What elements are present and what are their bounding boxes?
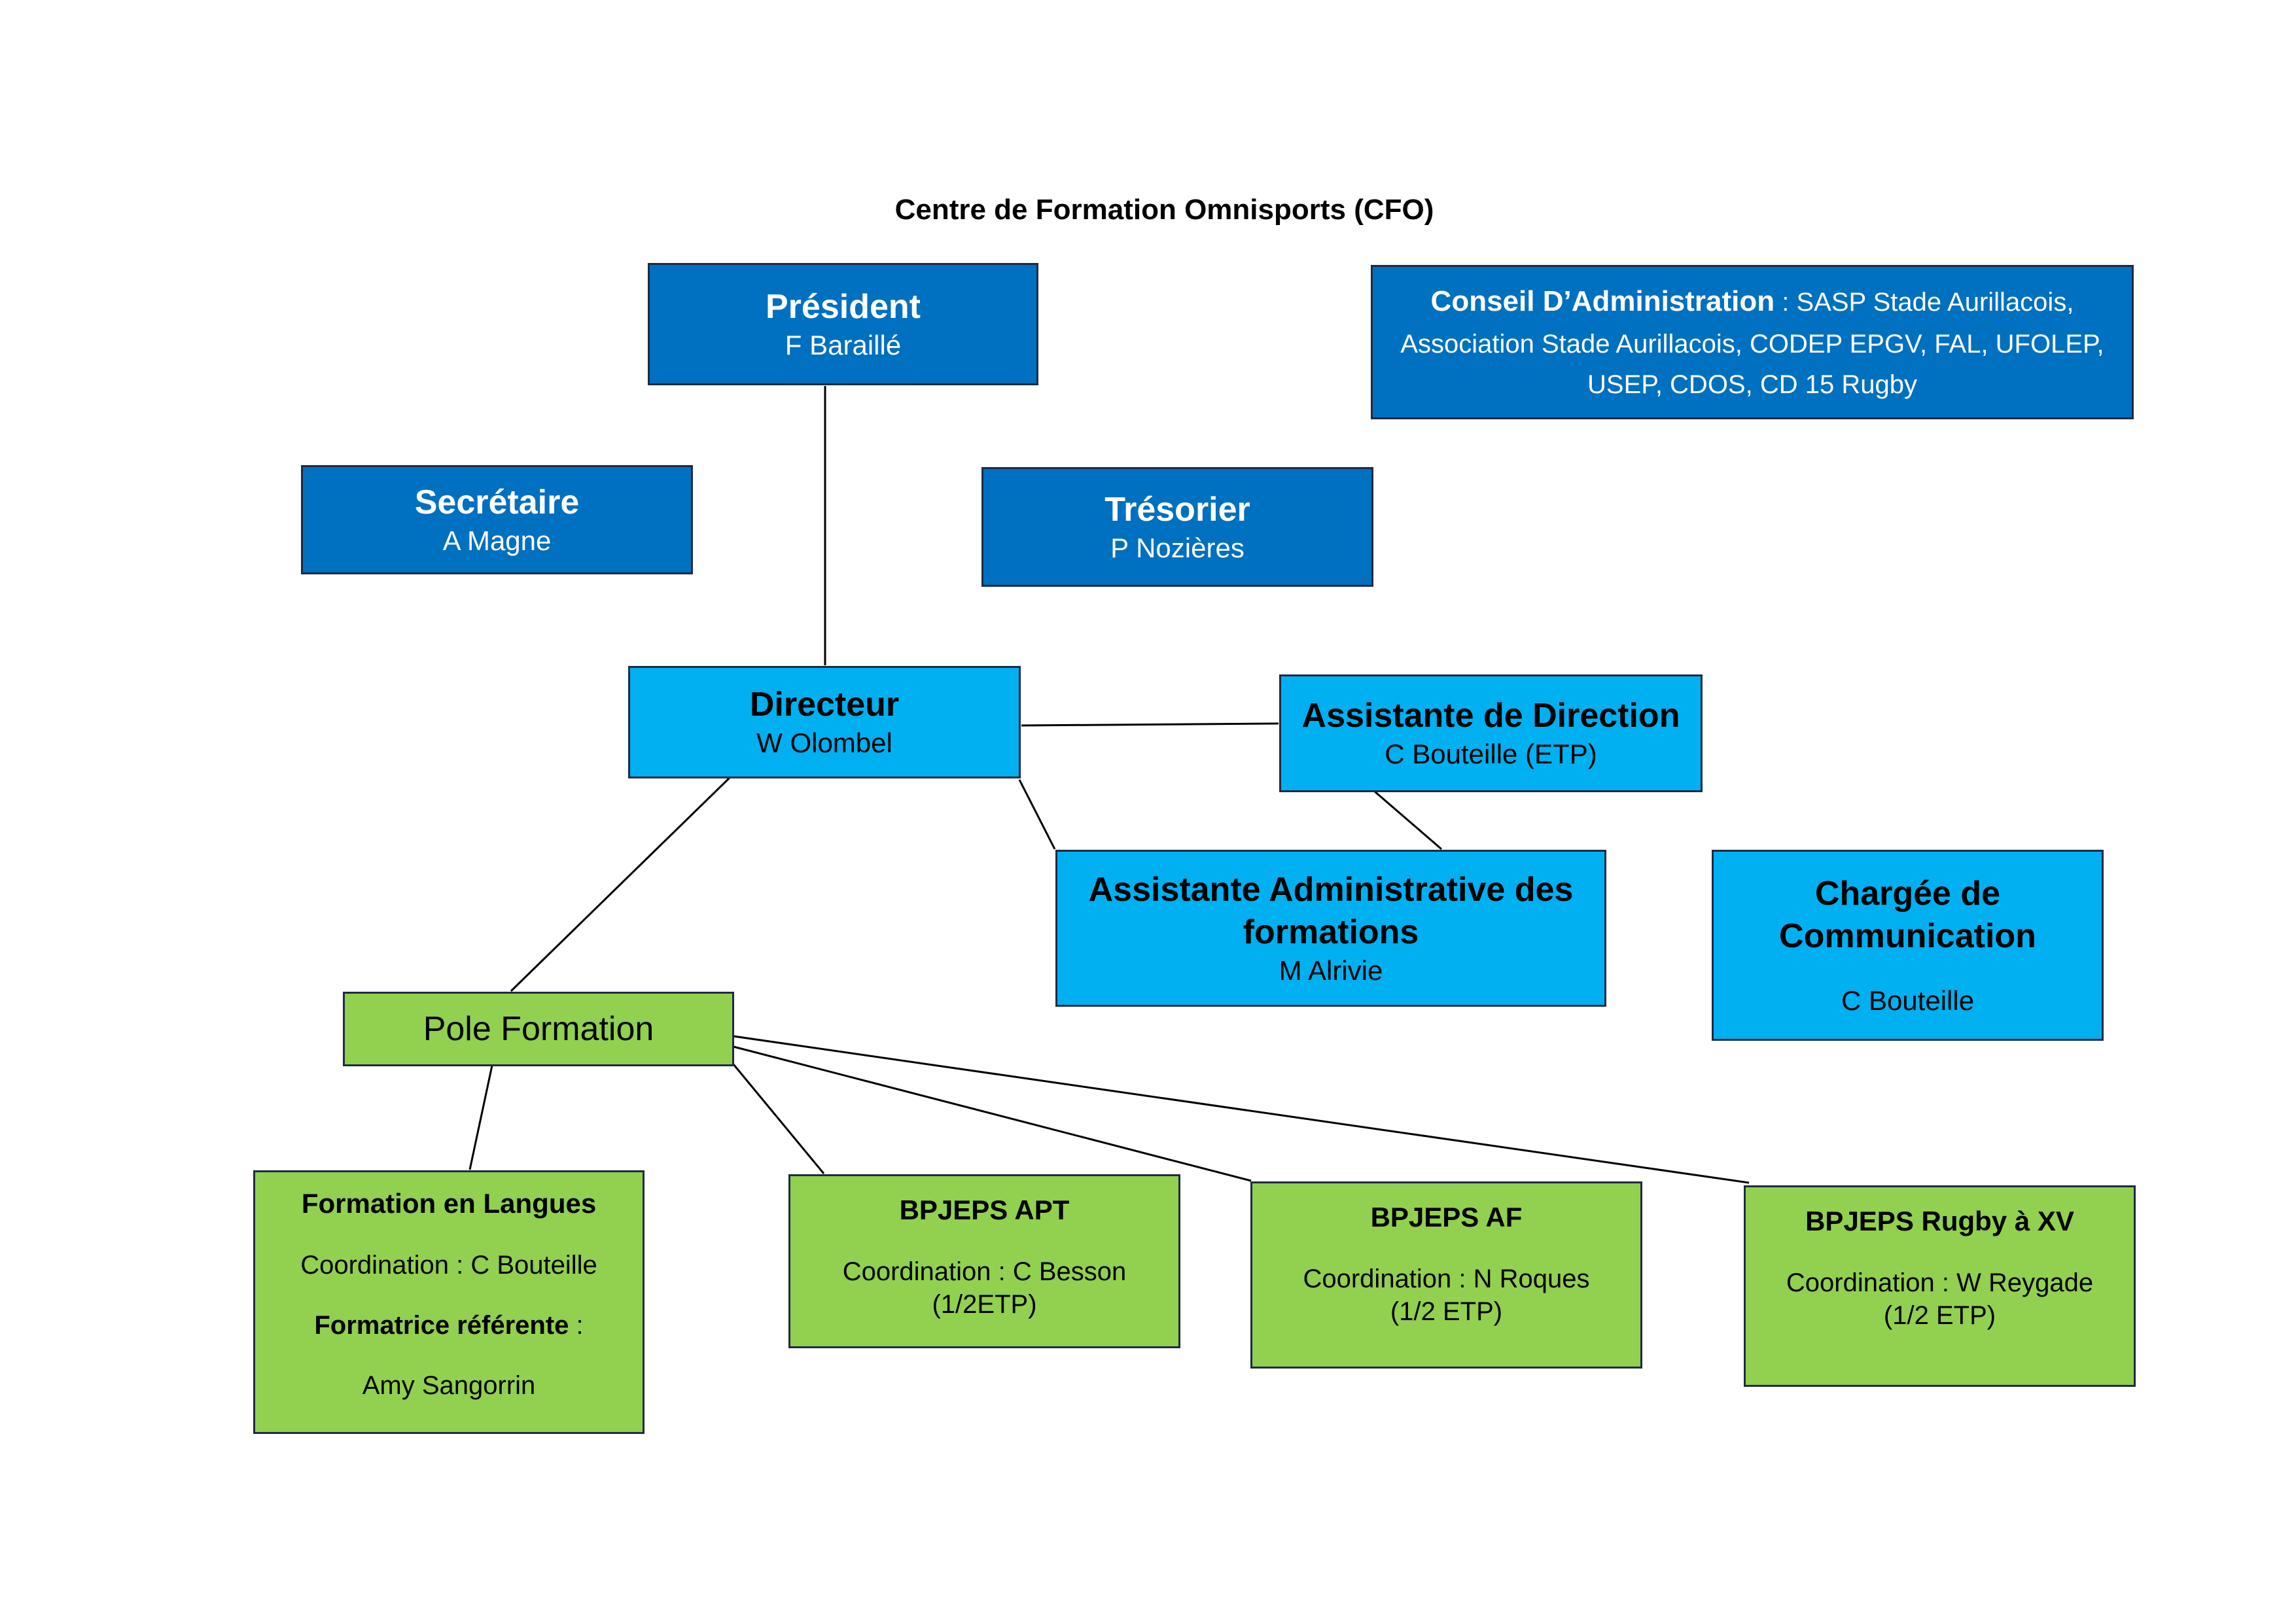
formation-langues-title: Formation en Langues	[301, 1188, 597, 1219]
pole-formation-box: Pole Formation	[343, 992, 734, 1066]
conseil-text: Conseil D’Administration : SASP Stade Au…	[1400, 285, 2104, 400]
directeur-name: W Olombel	[756, 727, 892, 759]
line-directeur-assistante-admin	[1018, 779, 1056, 850]
conseil-label: Conseil D’Administration	[1430, 285, 1775, 317]
line-directeur-pole	[510, 777, 731, 992]
line-directeur-assistante-direction	[1021, 722, 1279, 727]
formation-langues-person: Amy Sangorrin	[362, 1370, 536, 1400]
formation-langues-referente: Formatrice référente :	[314, 1310, 584, 1340]
president-role: Président	[766, 287, 921, 326]
pole-formation-label: Pole Formation	[423, 1009, 654, 1048]
line-pole-langues	[468, 1065, 493, 1170]
conseil-members-2: Association Stade Aurillacois, CODEP EPG…	[1400, 330, 2104, 359]
conseil-administration-box: Conseil D’Administration : SASP Stade Au…	[1371, 265, 2134, 419]
assistante-direction-role: Assistante de Direction	[1301, 697, 1680, 735]
tresorier-role: Trésorier	[1104, 490, 1250, 529]
assistante-direction-name: C Bouteille (ETP)	[1385, 739, 1597, 770]
formation-langues-box: Formation en Langues Coordination : C Bo…	[253, 1170, 645, 1434]
secretaire-name: A Magne	[442, 525, 552, 556]
bpjeps-apt-coordination: Coordination : C Besson	[842, 1257, 1127, 1286]
bpjeps-af-box: BPJEPS AF Coordination : N Roques (1/2 E…	[1250, 1181, 1642, 1369]
tresorier-box: Trésorier P Nozières	[981, 467, 1373, 587]
formation-langues-coordination: Coordination : C Bouteille	[300, 1250, 597, 1280]
secretaire-role: Secrétaire	[414, 483, 580, 521]
line-pole-rugby	[733, 1035, 1750, 1184]
president-box: Président F Baraillé	[648, 263, 1038, 385]
chargee-name: C Bouteille	[1841, 985, 1975, 1016]
chargee-role-1: Chargée de	[1814, 874, 2001, 913]
bpjeps-apt-box: BPJEPS APT Coordination : C Besson (1/2E…	[788, 1174, 1180, 1348]
line-pole-af	[733, 1045, 1252, 1182]
bpjeps-rugby-etp: (1/2 ETP)	[1883, 1300, 1996, 1330]
chargee-role-2: Communication	[1779, 916, 2036, 955]
assistante-administrative-box: Assistante Administrative des formations…	[1055, 850, 1606, 1007]
line-assistante-direction-assistante-admin	[1374, 790, 1442, 850]
secretaire-box: Secrétaire A Magne	[301, 465, 693, 574]
assistante-admin-role-1: Assistante Administrative des	[1088, 870, 1574, 909]
assistante-admin-name: M Alrivie	[1279, 954, 1383, 986]
bpjeps-rugby-box: BPJEPS Rugby à XV Coordination : W Reyga…	[1744, 1185, 2136, 1387]
assistante-admin-role-2: formations	[1243, 913, 1419, 951]
directeur-role: Directeur	[749, 686, 900, 724]
line-pole-apt	[732, 1064, 825, 1174]
assistante-direction-box: Assistante de Direction C Bouteille (ETP…	[1279, 674, 1703, 792]
bpjeps-rugby-title: BPJEPS Rugby à XV	[1805, 1206, 2074, 1236]
tresorier-name: P Nozières	[1110, 532, 1245, 563]
bpjeps-af-title: BPJEPS AF	[1370, 1202, 1523, 1232]
bpjeps-af-etp: (1/2 ETP)	[1390, 1297, 1503, 1326]
bpjeps-af-coordination: Coordination : N Roques	[1303, 1264, 1590, 1293]
page-title: Centre de Formation Omnisports (CFO)	[894, 194, 1434, 226]
bpjeps-rugby-coordination: Coordination : W Reygade	[1786, 1268, 2094, 1297]
president-name: F Baraillé	[785, 329, 902, 360]
directeur-box: Directeur W Olombel	[628, 666, 1021, 778]
chargee-communication-box: Chargée de Communication C Bouteille	[1712, 850, 2104, 1041]
bpjeps-apt-etp: (1/2ETP)	[932, 1289, 1037, 1319]
bpjeps-apt-title: BPJEPS APT	[899, 1195, 1070, 1225]
conseil-members-3: USEP, CDOS, CD 15 Rugby	[1587, 370, 1917, 400]
conseil-members-1: SASP Stade Aurillacois,	[1796, 287, 2074, 317]
